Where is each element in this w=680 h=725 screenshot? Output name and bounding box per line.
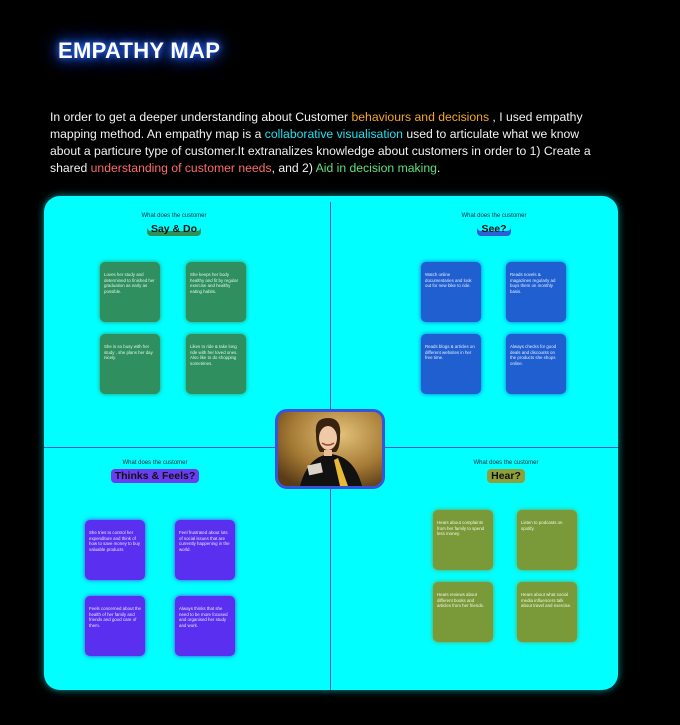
- quadrant-say-header: What does the customer Say & Do: [124, 213, 224, 237]
- note-say-1: Loves her study and determined to finish…: [100, 262, 160, 322]
- highlight-visualisation: collaborative visualisation: [264, 127, 403, 141]
- quadrant-see-title: See?: [477, 222, 510, 236]
- empathy-map-board: What does the customer Say & Do Loves he…: [44, 196, 618, 690]
- note-think-2: Feel frustrated about lots of social iss…: [175, 520, 235, 580]
- persona-photo: [275, 409, 385, 489]
- quadrant-think-title: Thinks & Feels?: [110, 469, 200, 483]
- highlight-decision: Aid in decision making: [315, 161, 437, 175]
- note-hear-1: Hears about complaints from her family t…: [433, 510, 493, 570]
- note-see-2: Reads novels & magazines regularly ad bu…: [506, 262, 566, 322]
- quadrant-see-subtitle: What does the customer: [461, 213, 527, 219]
- highlight-behaviours: behaviours and decisions: [351, 110, 490, 124]
- quadrant-hear-title: Hear?: [487, 469, 525, 483]
- quadrant-say-title: Say & Do: [147, 222, 201, 236]
- note-see-1: Watch online documentaries and look out …: [421, 262, 481, 322]
- quadrant-think-subtitle: What does the customer: [122, 460, 188, 466]
- note-think-4: Always thinks that she need to be more f…: [175, 596, 235, 656]
- persona-photo-image: [278, 412, 382, 486]
- quadrant-hear-subtitle: What does the customer: [473, 460, 539, 466]
- intro-paragraph: In order to get a deeper understanding a…: [50, 110, 591, 175]
- note-see-3: Reads blogs & articles on different webs…: [421, 334, 481, 394]
- note-think-1: She tries to control her expenditure and…: [85, 520, 145, 580]
- quadrant-hear-header: What does the customer Hear?: [456, 460, 556, 484]
- note-hear-4: Hears about what social media influencer…: [517, 582, 577, 642]
- page-title: EMPATHY MAP: [58, 38, 221, 63]
- note-hear-2: Listen to podcasts on spotify.: [517, 510, 577, 570]
- note-say-2: She keeps her body healthy and fit by re…: [186, 262, 246, 322]
- quadrant-think-header: What does the customer Thinks & Feels?: [100, 460, 210, 484]
- highlight-needs: understanding of customer needs: [90, 161, 272, 175]
- quadrant-say-subtitle: What does the customer: [141, 213, 207, 219]
- note-hear-3: Hears reviews about different books and …: [433, 582, 493, 642]
- note-say-4: Likes to ride & take long ride with her …: [186, 334, 246, 394]
- quadrant-see-header: What does the customer See?: [444, 213, 544, 237]
- note-say-3: She is so busy with her study , she plan…: [100, 334, 160, 394]
- note-see-4: Always checks for good deals and discoun…: [506, 334, 566, 394]
- note-think-3: Feels concerned about the health of her …: [85, 596, 145, 656]
